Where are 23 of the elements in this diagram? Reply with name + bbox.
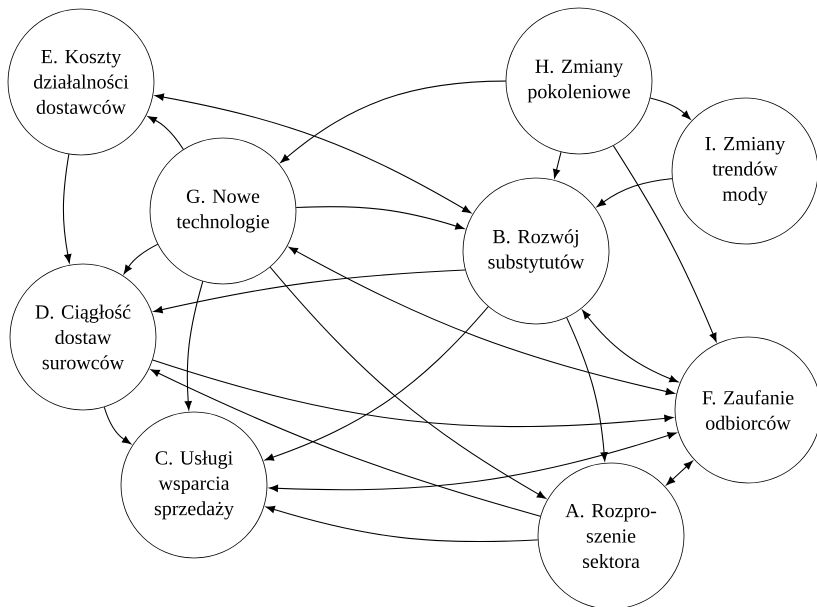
arrow <box>264 306 489 461</box>
arrow <box>566 317 608 462</box>
arrow <box>266 506 538 542</box>
arrow <box>288 246 675 396</box>
arrow <box>296 206 464 230</box>
arrow <box>184 281 204 410</box>
arrow <box>666 460 693 486</box>
arrow <box>270 266 546 499</box>
arrow <box>148 116 184 150</box>
arrow <box>154 94 472 214</box>
arrow <box>552 152 562 178</box>
arrow <box>280 80 506 163</box>
arrow <box>152 360 674 428</box>
arrow <box>62 154 72 264</box>
arrow <box>582 310 678 382</box>
arrow <box>104 407 132 444</box>
arrow <box>154 269 466 314</box>
arrow <box>150 369 540 517</box>
arrow <box>124 244 158 274</box>
arrow <box>596 178 672 208</box>
arrow <box>269 432 677 492</box>
arrow <box>613 146 717 342</box>
arrow <box>650 98 691 120</box>
